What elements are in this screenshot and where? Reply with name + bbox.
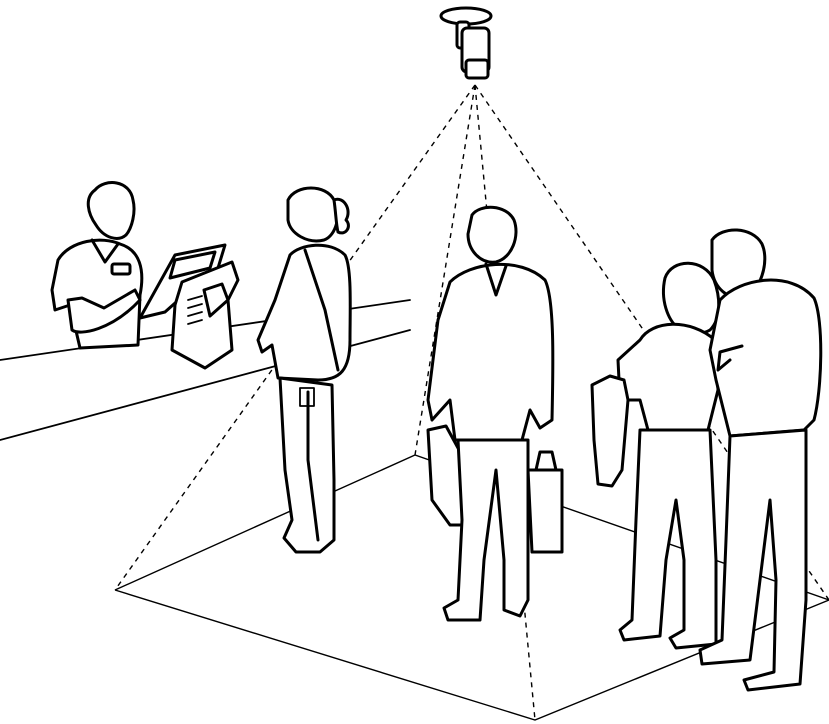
- cashier-figure: [52, 183, 142, 348]
- pos-terminal: [140, 245, 238, 368]
- couple-figure: [592, 230, 821, 690]
- woman-shopper-figure: [258, 188, 350, 552]
- man-shopper-figure: [428, 207, 562, 620]
- ceiling-camera-icon: [441, 8, 491, 78]
